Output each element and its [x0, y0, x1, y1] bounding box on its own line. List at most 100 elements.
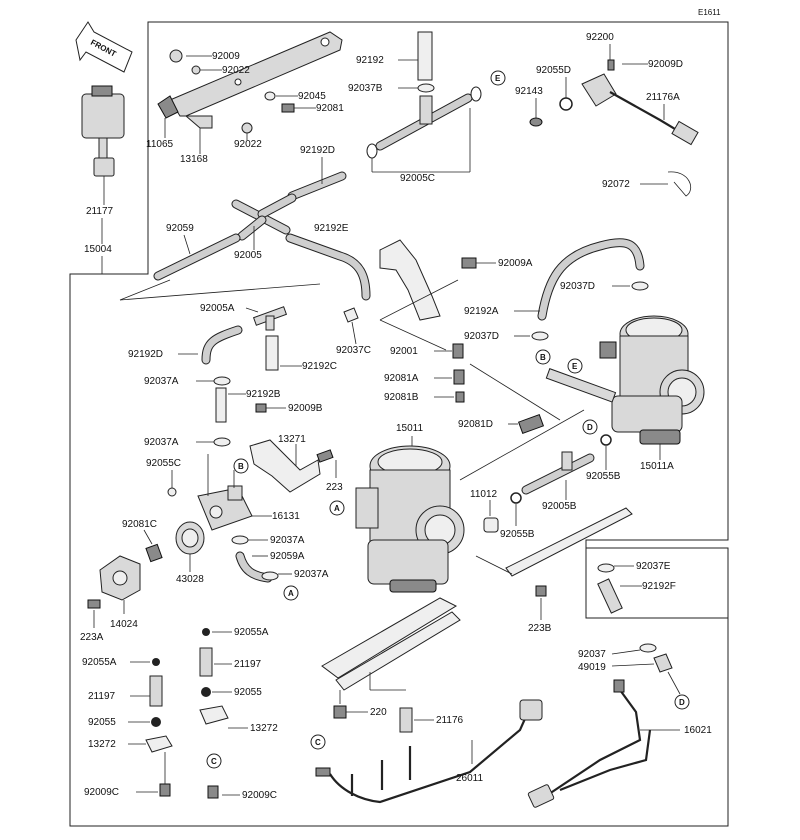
label-92081C: 92081C: [122, 519, 157, 530]
ref-marker-b-right: B: [535, 349, 551, 365]
part-92192F-hose: [597, 578, 623, 614]
label-92009B: 92009B: [288, 403, 323, 414]
part-92037A-clamp-1: [213, 376, 231, 386]
part-92059-hose: [153, 233, 241, 281]
part-92005B-fitting: [521, 451, 595, 495]
part-92055A-oring-1: [152, 658, 160, 666]
label-15011A: 15011A: [640, 461, 674, 472]
part-26011-harness: [315, 699, 543, 804]
label-92192F: 92192F: [642, 581, 676, 592]
part-92055D-oring: [559, 97, 573, 111]
ref-marker-d-lower: D: [674, 694, 690, 710]
label-92055B-right: 92055B: [586, 471, 621, 482]
label-21197-2: 21197: [234, 659, 262, 670]
label-92005B: 92005B: [542, 501, 577, 512]
label-92037D-low: 92037D: [464, 331, 499, 342]
part-13271-bracket: [249, 439, 321, 493]
part-92055-oring-1: [151, 717, 161, 727]
part-21177-sensor: [81, 85, 125, 177]
label-92037E: 92037E: [636, 561, 671, 572]
label-92005C: 92005C: [400, 173, 435, 184]
part-13168-bracket: [157, 31, 343, 129]
part-92081C-spring: [145, 543, 163, 563]
part-92143: [529, 117, 543, 127]
label-16021: 16021: [684, 725, 712, 736]
label-92037: 92037: [578, 649, 606, 660]
label-92192: 92192: [356, 55, 384, 66]
label-21177: 21177: [86, 206, 114, 217]
part-92055-oring-2: [201, 687, 211, 697]
front-arrow-icon: FRONT: [75, 21, 133, 73]
label-21176: 21176: [436, 715, 464, 726]
label-92081A: 92081A: [384, 373, 419, 384]
svg-text:E: E: [495, 74, 501, 83]
part-49019: [653, 653, 673, 673]
part-92055C-oring: [167, 487, 177, 497]
label-92037A-4: 92037A: [294, 569, 329, 580]
part-92005C-fitting: [366, 86, 482, 159]
ref-marker-a-center: A: [329, 500, 345, 516]
part-92037A-clamp-2: [213, 437, 231, 447]
inset-frame-92192F: [585, 547, 729, 619]
part-92192D-hose: [287, 171, 347, 201]
label-92055-1: 92055: [88, 717, 116, 728]
label-223A: 223A: [80, 632, 104, 643]
part-92037B-clamp: [417, 83, 435, 93]
svg-text:A: A: [334, 504, 340, 513]
part-92045: [264, 91, 276, 101]
part-14024-cover: [99, 555, 141, 601]
label-92200: 92200: [586, 32, 614, 43]
ref-marker-a-left: A: [283, 585, 299, 601]
part-92055B-oring-right: [600, 434, 612, 446]
part-13272-clamp-2: [199, 705, 229, 725]
label-92192D: 92192D: [300, 145, 335, 156]
part-92192E-hose: [285, 233, 371, 301]
ref-marker-d-right: D: [582, 419, 598, 435]
label-223: 223: [326, 482, 343, 493]
label-92072: 92072: [602, 179, 630, 190]
part-21176-sensor: [399, 707, 413, 733]
label-11012: 11012: [470, 489, 498, 500]
label-13271: 13271: [278, 434, 306, 445]
part-11012: [483, 517, 499, 533]
label-92055C: 92055C: [146, 458, 181, 469]
part-92037-clamp: [639, 643, 657, 653]
label-49019: 49019: [578, 662, 606, 673]
label-92037A-3: 92037A: [270, 535, 305, 546]
label-92009: 92009: [212, 51, 240, 62]
label-92055A-1: 92055A: [82, 657, 117, 668]
label-220: 220: [370, 707, 387, 718]
part-92037D-clamp-top: [631, 281, 649, 291]
part-92037A-clamp-4: [261, 571, 279, 581]
part-92192A-hose: [537, 238, 645, 321]
part-92192C-hose: [265, 335, 279, 371]
label-14024: 14024: [110, 619, 138, 630]
label-92081: 92081: [316, 103, 344, 114]
label-92059A: 92059A: [270, 551, 305, 562]
part-223A-screw: [87, 599, 101, 609]
svg-text:B: B: [238, 462, 244, 471]
part-92072-clip: [667, 171, 691, 197]
label-92005: 92005: [234, 250, 262, 261]
part-15011-carburetor: [355, 445, 465, 593]
label-92055B-mid: 92055B: [500, 529, 535, 540]
part-92009-bolt: [169, 49, 183, 63]
label-92037D-top: 92037D: [560, 281, 595, 292]
label-92037B: 92037B: [348, 83, 383, 94]
part-92009C-screw-2: [207, 785, 219, 799]
label-92192A: 92192A: [464, 306, 499, 317]
part-92037D-clamp-low: [531, 331, 549, 341]
part-92037C-clip: [343, 307, 359, 323]
label-92055-2: 92055: [234, 687, 262, 698]
label-92037A-1: 92037A: [144, 376, 179, 387]
label-92005A: 92005A: [200, 303, 235, 314]
part-92055B-oring-mid: [510, 492, 522, 504]
ref-marker-b-left: B: [233, 458, 249, 474]
svg-text:A: A: [288, 589, 294, 598]
svg-text:E: E: [572, 362, 578, 371]
label-92037A-2: 92037A: [144, 437, 179, 448]
label-21197-1: 21197: [88, 691, 116, 702]
label-92037C: 92037C: [336, 345, 371, 356]
part-92081-spring: [281, 103, 295, 113]
